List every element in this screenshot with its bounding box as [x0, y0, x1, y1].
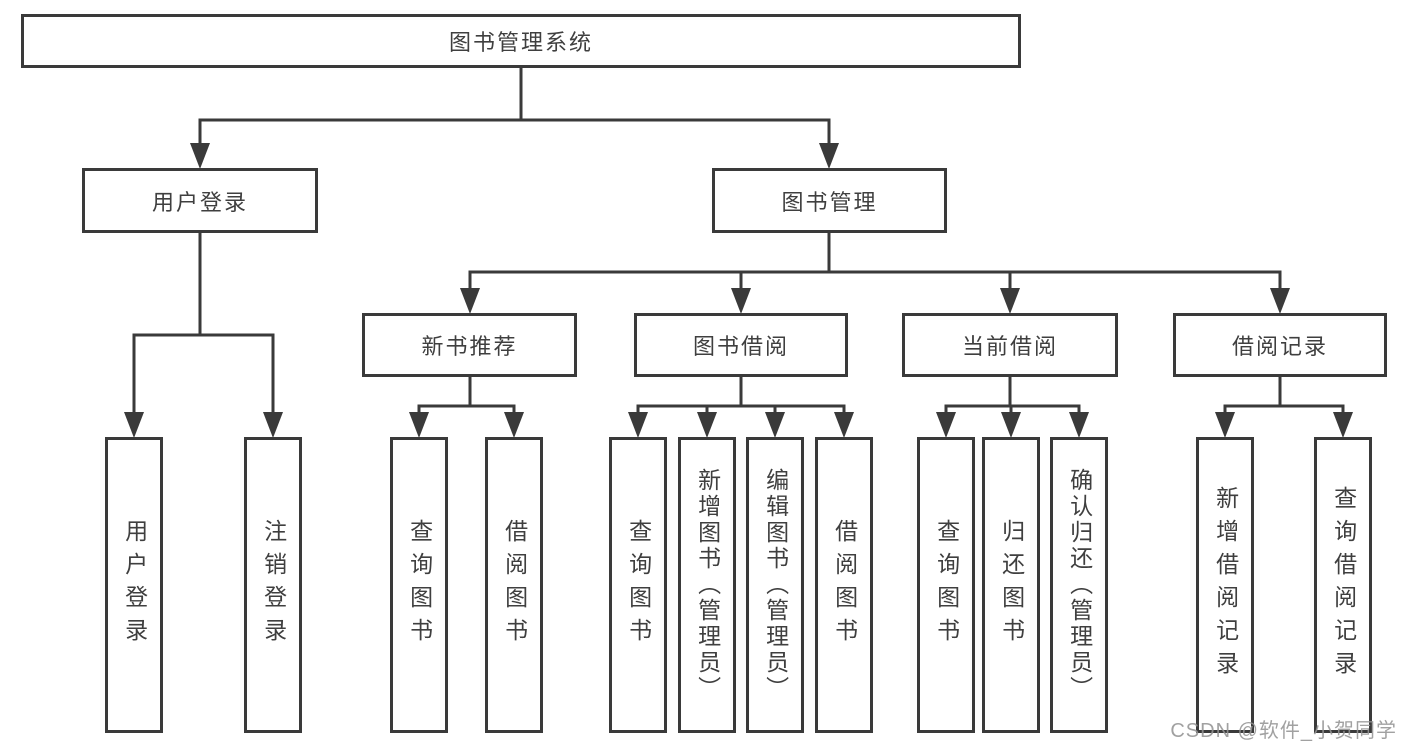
leaf-user-login: 用户登录 — [105, 437, 163, 733]
leaf-query-books-newbook: 查询图书 — [390, 437, 448, 733]
connector-book-mgmt-children — [460, 233, 1290, 314]
connector-book-borrow-children — [628, 377, 854, 438]
leaf-borrow-books-newbook: 借阅图书 — [485, 437, 543, 733]
node-root: 图书管理系统 — [21, 14, 1021, 68]
leaf-add-books-admin: 新增图书（管理员） — [678, 437, 736, 733]
connector-user-login-children — [124, 233, 283, 438]
leaf-add-borrow-record: 新增借阅记录 — [1196, 437, 1254, 733]
leaf-query-books-current: 查询图书 — [917, 437, 975, 733]
leaf-confirm-return-admin: 确认归还（管理员） — [1050, 437, 1108, 733]
node-current-borrow: 当前借阅 — [902, 313, 1118, 377]
leaf-logout: 注销登录 — [244, 437, 302, 733]
connector-borrow-record-children — [1215, 377, 1353, 438]
connector-new-book-children — [409, 377, 524, 438]
connector-root-to-level2 — [190, 68, 839, 169]
leaf-return-books: 归还图书 — [982, 437, 1040, 733]
csdn-watermark: CSDN @软件_小贺同学 — [1170, 720, 1397, 742]
node-borrow-records: 借阅记录 — [1173, 313, 1387, 377]
node-book-management: 图书管理 — [712, 168, 947, 233]
node-new-book-recommend: 新书推荐 — [362, 313, 577, 377]
connector-current-borrow-children — [936, 377, 1089, 438]
leaf-query-borrow-record: 查询借阅记录 — [1314, 437, 1372, 733]
leaf-edit-books-admin: 编辑图书（管理员） — [746, 437, 804, 733]
node-book-borrow: 图书借阅 — [634, 313, 848, 377]
leaf-query-books-borrow: 查询图书 — [609, 437, 667, 733]
leaf-borrow-books-borrow: 借阅图书 — [815, 437, 873, 733]
node-user-login: 用户登录 — [82, 168, 318, 233]
